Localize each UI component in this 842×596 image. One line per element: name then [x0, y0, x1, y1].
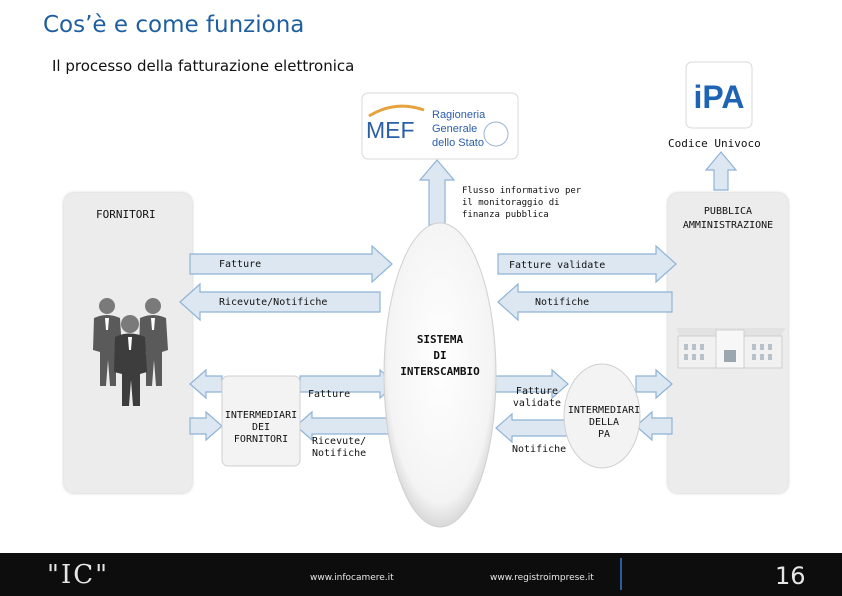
label-inner-notifiche: Notifiche: [512, 444, 567, 455]
ipa-logo-mark: iPA: [694, 79, 745, 115]
label-fatture-validate: Fatture validate: [509, 260, 606, 271]
pa-label-line2: AMMINISTRAZIONE: [682, 220, 774, 231]
intermediari-fornitori-line2: DEI: [251, 422, 271, 433]
mef-logo-box: [361, 92, 519, 160]
mef-logo-mark: MEF: [366, 117, 415, 143]
mef-logo-line1: Ragioneria: [432, 109, 486, 121]
arrow-intermediari-pa-right: [635, 368, 673, 400]
sdi-oval: [383, 222, 497, 528]
page-subtitle: Il processo della fatturazione elettroni…: [52, 57, 355, 75]
intermediari-pa-line1: INTERMEDIARI: [567, 405, 641, 416]
label-inner-ricevute-1: Ricevute/: [312, 436, 367, 447]
people-icon: [93, 298, 168, 406]
label-inner-fatture-validate-2: validate: [512, 398, 562, 409]
intermediari-pa-line3: PA: [597, 429, 611, 440]
sdi-line3: INTERSCAMBIO: [400, 365, 480, 378]
intermediari-fornitori-box: [221, 375, 301, 467]
arrow-intermediari-fornitori-right: [189, 410, 223, 442]
pa-label-line1: PUBBLICA: [703, 206, 753, 217]
footer-link-infocamere[interactable]: www.infocamere.it: [310, 573, 394, 583]
page-number: 16: [775, 562, 806, 590]
ipa-caption: Codice Univoco: [668, 137, 761, 150]
arrow-up-ipa: [704, 151, 738, 191]
arrow-up-mef: [418, 159, 456, 226]
arrow-inner-notifiche: [495, 412, 569, 444]
ipa-logo-box: [685, 61, 753, 129]
arrow-inner-fatture-validate: [487, 368, 569, 400]
mef-arc: [368, 104, 425, 118]
mef-seal-icon: [483, 121, 509, 147]
sdi-line2: DI: [433, 349, 447, 362]
arrow-ricevute-notifiche: [179, 282, 381, 322]
label-ricevute-notifiche: Ricevute/Notifiche: [219, 297, 328, 308]
label-inner-fatture-validate-1: Fatture: [515, 386, 559, 397]
building-icon: [676, 328, 786, 369]
footer-link-registroimprese[interactable]: www.registroimprese.it: [490, 573, 594, 583]
label-inner-fatture: Fatture: [308, 389, 351, 400]
intermediari-fornitori-line1: INTERMEDIARI: [224, 410, 298, 421]
footer-bar: [0, 553, 842, 596]
arrow-intermediari-fornitori-left: [189, 368, 223, 400]
sdi-line1: SISTEMA: [416, 333, 464, 346]
arrow-inner-ricevute: [295, 410, 391, 442]
flusso-label: Flusso informativo per il monitoraggio d…: [462, 186, 582, 220]
arrow-intermediari-pa-left: [635, 410, 673, 442]
intermediari-fornitori-line3: FORNITORI: [233, 434, 289, 445]
page-title: Cos’è e come funziona: [43, 12, 305, 38]
intermediari-pa-line2: DELLA: [588, 417, 620, 428]
mef-logo-line2: Generale: [432, 123, 477, 135]
mef-logo-line3: dello Stato: [432, 137, 484, 149]
flow-diagram: MEF Ragioneria Generale dello Stato iPA: [93, 61, 786, 528]
arrow-fatture: [189, 244, 393, 284]
fornitori-label: FORNITORI: [96, 208, 156, 221]
arrow-notifiche: [497, 282, 673, 322]
arrow-fatture-validate: [497, 244, 677, 284]
footer-logo: "IC": [47, 560, 110, 590]
footer-separator: [620, 558, 622, 590]
label-notifiche: Notifiche: [535, 297, 590, 308]
intermediari-pa-shape: [563, 363, 641, 469]
label-inner-ricevute-2: Notifiche: [312, 448, 367, 459]
label-fatture: Fatture: [219, 259, 262, 270]
